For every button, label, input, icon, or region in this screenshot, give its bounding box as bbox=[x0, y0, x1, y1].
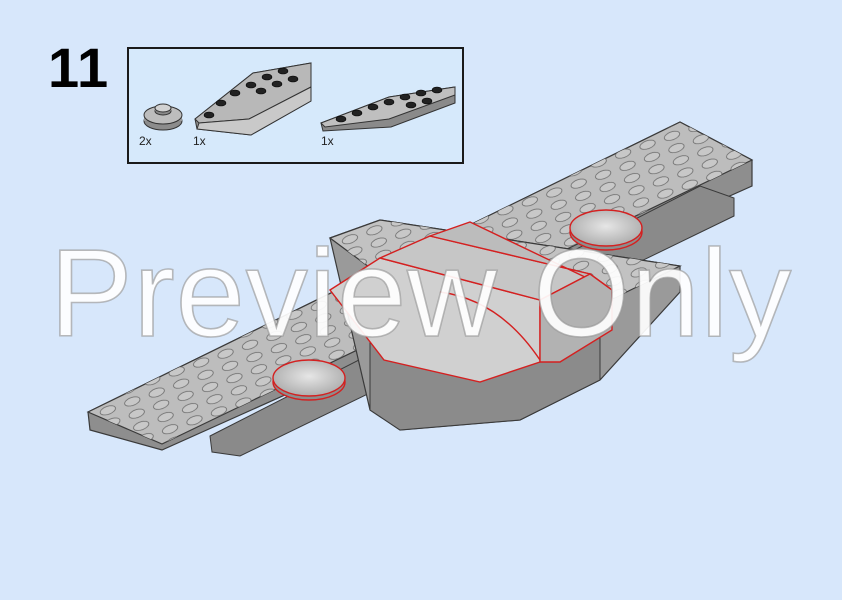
parts-list-box: 2x 1x bbox=[127, 47, 464, 164]
wedge-slope-icon bbox=[191, 57, 313, 137]
preview-watermark: Preview Only bbox=[49, 225, 793, 363]
round-tile-right bbox=[569, 209, 643, 251]
part-quantity: 1x bbox=[193, 134, 206, 148]
new-slope-parts bbox=[328, 221, 613, 383]
part-quantity: 2x bbox=[139, 134, 152, 148]
round-plate-icon bbox=[139, 99, 189, 133]
step-number: 11 bbox=[48, 36, 110, 99]
part-quantity: 1x bbox=[321, 134, 334, 148]
wedge-plate-icon bbox=[319, 73, 457, 135]
round-tile-left bbox=[272, 359, 346, 401]
